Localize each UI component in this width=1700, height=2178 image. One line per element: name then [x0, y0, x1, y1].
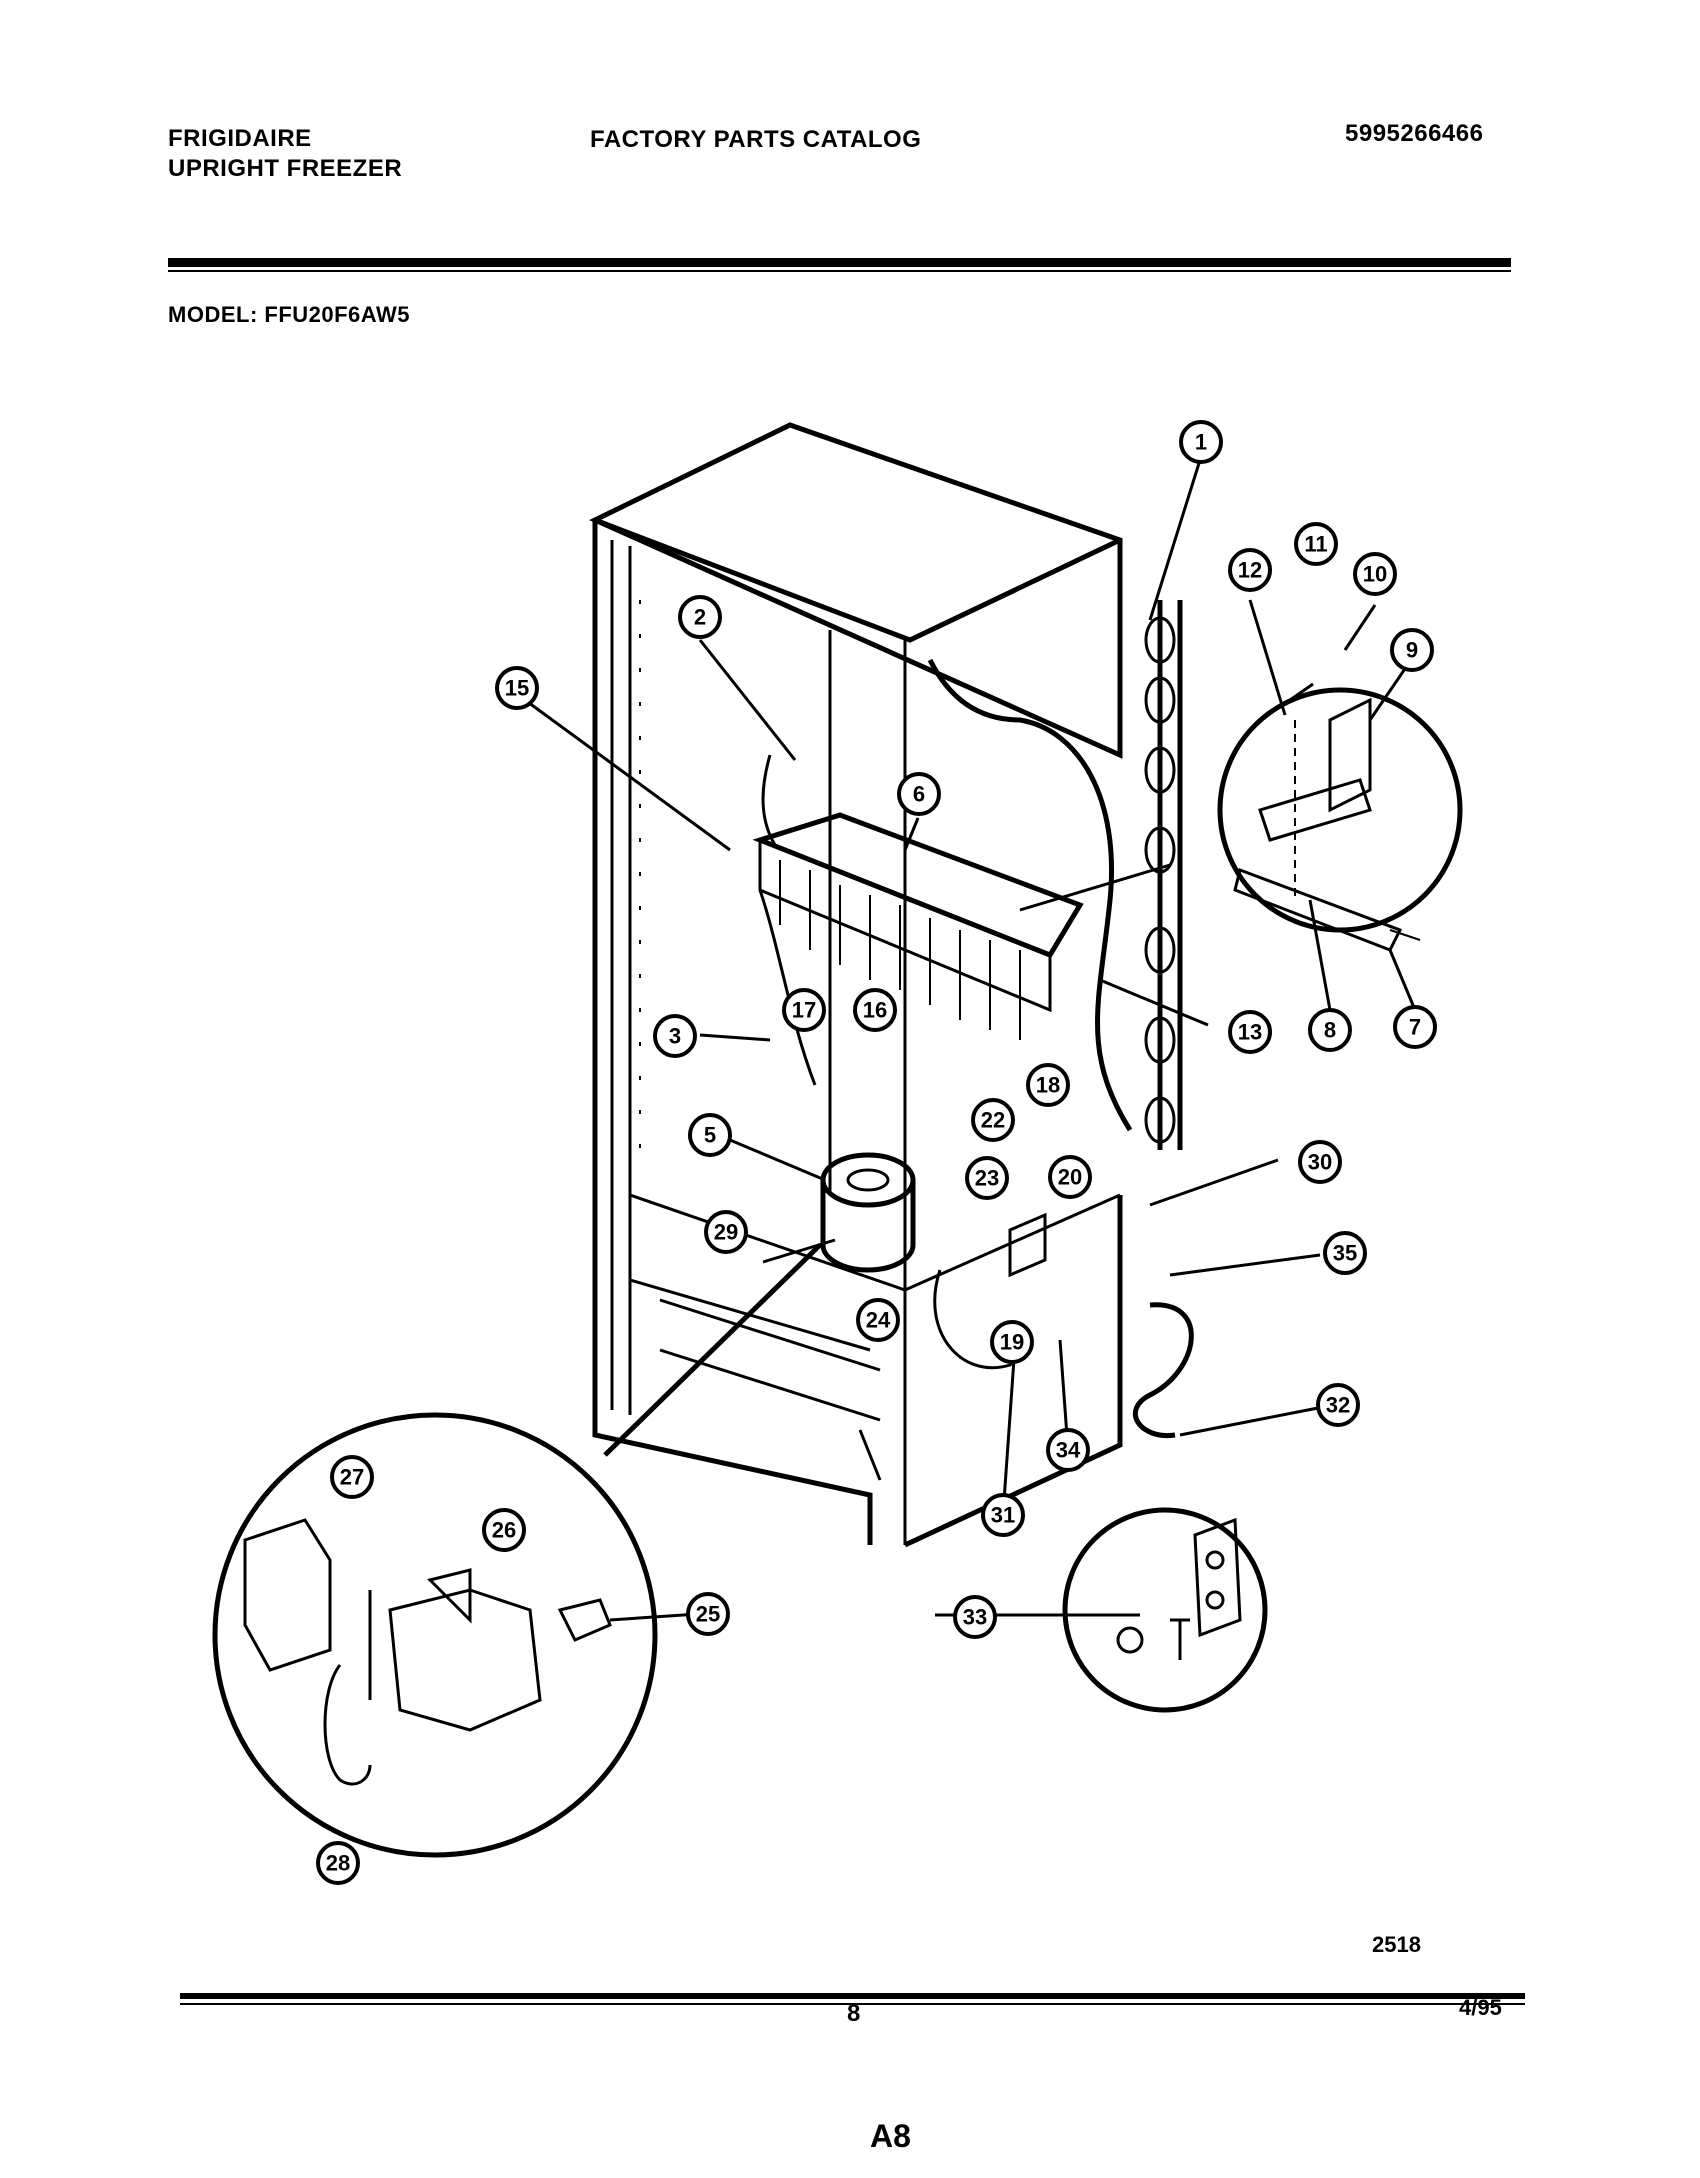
evaporator-assembly — [752, 754, 1171, 1086]
callout-2: 2 — [678, 595, 722, 639]
svg-text:12: 12 — [1238, 558, 1262, 583]
catalog-title: FACTORY PARTS CATALOG — [590, 126, 922, 153]
callout-28: 28 — [316, 1841, 360, 1885]
svg-text:7: 7 — [1409, 1015, 1421, 1040]
footer-rule-thin — [180, 2003, 1525, 2005]
svg-text:32: 32 — [1326, 1393, 1350, 1418]
callout-1: 1 — [1179, 420, 1223, 464]
brand-name: FRIGIDAIRE — [168, 125, 312, 152]
callout-11: 11 — [1294, 522, 1338, 566]
svg-text:28: 28 — [326, 1851, 350, 1876]
callout-8: 8 — [1308, 1008, 1352, 1052]
svg-text:10: 10 — [1363, 562, 1387, 587]
bracket-detail — [1217, 687, 1463, 952]
svg-text:5: 5 — [704, 1123, 716, 1148]
svg-text:3: 3 — [669, 1024, 681, 1049]
svg-text:24: 24 — [866, 1308, 891, 1333]
callout-16: 16 — [853, 988, 897, 1032]
model-label: MODEL: FFU20F6AW5 — [168, 302, 410, 327]
svg-text:15: 15 — [505, 676, 529, 701]
callout-3: 3 — [653, 1014, 697, 1058]
svg-text:9: 9 — [1406, 638, 1418, 663]
svg-text:18: 18 — [1036, 1073, 1060, 1098]
svg-text:20: 20 — [1058, 1165, 1082, 1190]
callout-23: 23 — [965, 1156, 1009, 1200]
svg-text:22: 22 — [981, 1108, 1005, 1133]
svg-text:6: 6 — [913, 782, 925, 807]
callout-24: 24 — [856, 1298, 900, 1342]
callout-9: 9 — [1390, 628, 1434, 672]
callout-19: 19 — [990, 1320, 1034, 1364]
callout-29: 29 — [704, 1210, 748, 1254]
brand-block: FRIGIDAIRE UPRIGHT FREEZER — [168, 124, 402, 184]
svg-text:26: 26 — [492, 1518, 516, 1543]
svg-text:17: 17 — [792, 998, 816, 1023]
callout-18: 18 — [1026, 1063, 1070, 1107]
svg-text:8: 8 — [1324, 1018, 1336, 1043]
svg-text:35: 35 — [1333, 1241, 1357, 1266]
callout-12: 12 — [1228, 548, 1272, 592]
svg-text:23: 23 — [975, 1166, 999, 1191]
callout-32: 32 — [1316, 1383, 1360, 1427]
callout-17: 17 — [782, 988, 826, 1032]
svg-text:16: 16 — [863, 998, 887, 1023]
suction-line — [927, 658, 1133, 1132]
callout-22: 22 — [971, 1098, 1015, 1142]
svg-text:13: 13 — [1238, 1020, 1262, 1045]
callout-5: 5 — [688, 1113, 732, 1157]
callout-27: 27 — [330, 1455, 374, 1499]
publication-number: 5995266466 — [1345, 120, 1484, 147]
callout-7: 7 — [1393, 1005, 1437, 1049]
power-cord — [1132, 1302, 1194, 1439]
callout-35: 35 — [1323, 1231, 1367, 1275]
wire-harness — [933, 1269, 1027, 1370]
relay-detail — [212, 1243, 822, 1858]
header-rule — [168, 258, 1511, 267]
callout-25: 25 — [686, 1592, 730, 1636]
svg-text:11: 11 — [1304, 532, 1327, 557]
callout-20: 20 — [1048, 1155, 1092, 1199]
product-type: UPRIGHT FREEZER — [168, 155, 403, 182]
callout-33: 33 — [953, 1595, 997, 1639]
condenser-coil — [1144, 600, 1183, 1150]
revision-date: 4/95 — [1459, 1995, 1502, 2020]
svg-text:27: 27 — [340, 1465, 364, 1490]
svg-text:30: 30 — [1308, 1150, 1332, 1175]
callout-6: 6 — [897, 772, 941, 816]
callout-34: 34 — [1046, 1428, 1090, 1472]
callout-31: 31 — [981, 1493, 1025, 1537]
callout-13: 13 — [1228, 1010, 1272, 1054]
svg-text:31: 31 — [991, 1503, 1015, 1528]
svg-text:2: 2 — [694, 605, 706, 630]
callout-26: 26 — [482, 1508, 526, 1552]
sheet-id: A8 — [870, 2118, 911, 2154]
svg-text:19: 19 — [1000, 1330, 1024, 1355]
svg-text:33: 33 — [963, 1605, 987, 1630]
compressor — [820, 1152, 916, 1273]
svg-text:34: 34 — [1056, 1438, 1081, 1463]
page-number: 8 — [847, 2000, 861, 2027]
svg-text:29: 29 — [714, 1220, 738, 1245]
header-rule-thin — [168, 270, 1511, 272]
ground-detail — [1062, 1507, 1268, 1713]
callout-30: 30 — [1298, 1140, 1342, 1184]
figure-code: 2518 — [1372, 1932, 1421, 1957]
callout-10: 10 — [1353, 552, 1397, 596]
freezer-cabinet — [589, 422, 1123, 1548]
svg-text:1: 1 — [1195, 430, 1207, 455]
callout-15: 15 — [495, 666, 539, 710]
footer-rule — [180, 1993, 1525, 1999]
relay-box — [1008, 1212, 1047, 1278]
svg-text:25: 25 — [696, 1602, 720, 1627]
